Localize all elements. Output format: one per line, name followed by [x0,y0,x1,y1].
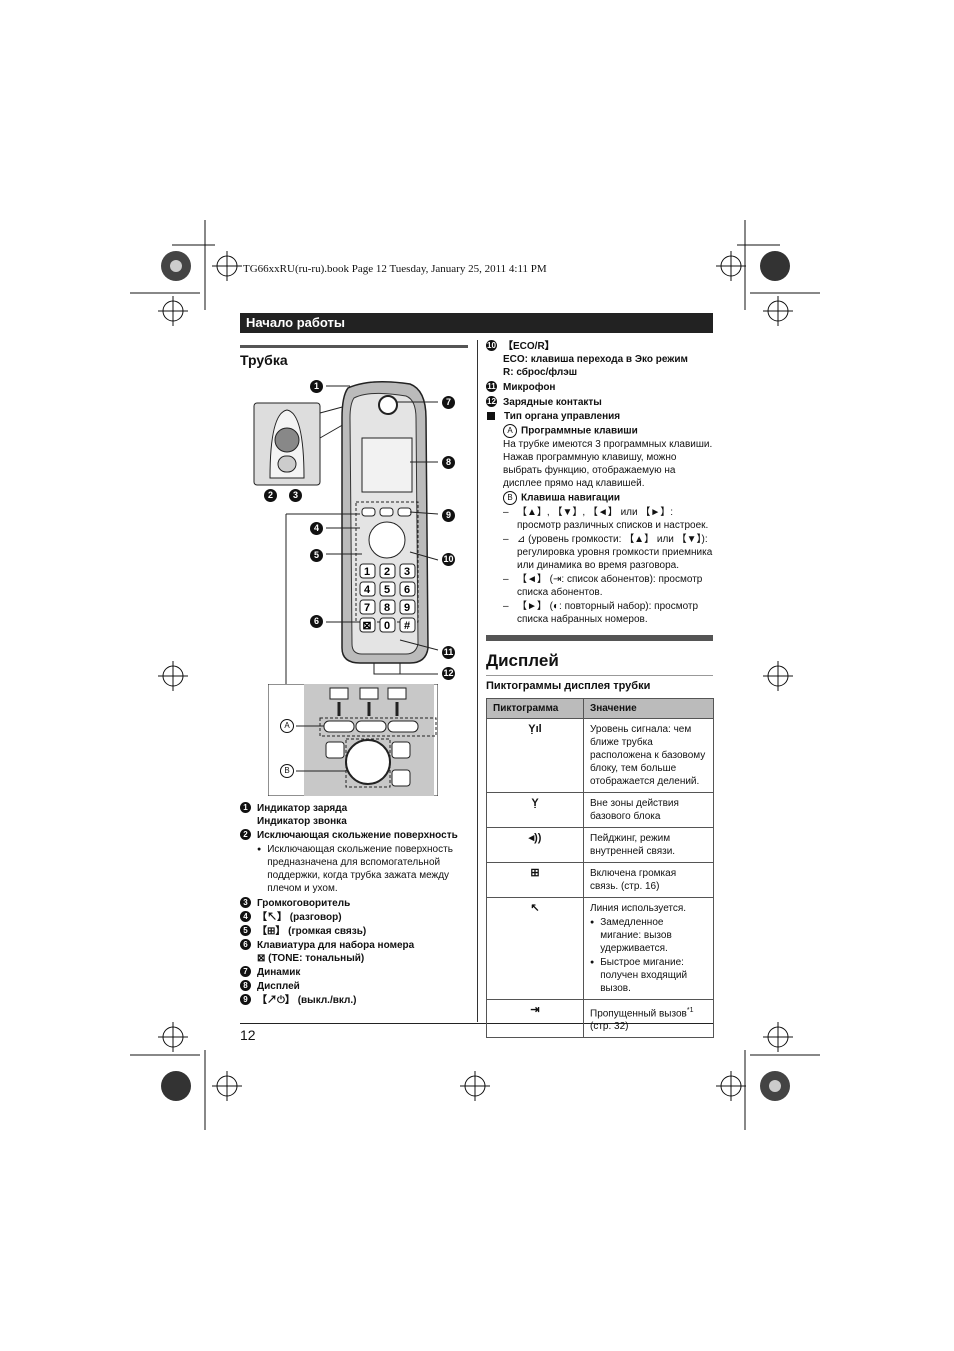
legend-11: Микрофон [503,382,556,393]
icons-table: Пиктограмма Значение Ỵıl Уровень сигнала… [486,698,714,1039]
legend-10-l1: ECO: клавиша перехода в Эко режим [503,354,688,365]
missed-call-sup: *1 [686,1007,694,1014]
missed-call-text: Пропущенный вызов [590,1008,687,1020]
svg-text:#: # [404,620,410,632]
legend-1-line2: Индикатор звонка [257,816,347,827]
legend-2-bullet: Исключающая скольжение поверхность предн… [267,844,453,894]
legend-10-title: 【ECO/R】 [503,341,555,352]
legend-8: Дисплей [257,981,300,992]
table-cell: Включена громкая связь. (стр. 16) [583,862,714,898]
legend-9: 【↗⏻】 (выкл./вкл.) [257,995,357,1006]
line-in-use-text: Линия используется. [590,903,687,914]
section-title: Начало работы [240,313,713,333]
display-rule [486,675,713,676]
table-cell: Пропущенный вызов*1 (стр. 32) [583,998,714,1039]
svg-text:5: 5 [384,584,390,596]
callout-1: 1 [310,380,323,393]
label-b: B [280,764,294,778]
svg-text:0: 0 [384,620,390,632]
table-row: Ỵ Вне зоны действия базового блока [486,792,714,828]
page-number: 12 [240,1027,256,1043]
divider [240,345,468,348]
a-text: На трубке имеются 3 программных клавиши.… [503,439,713,489]
callout-4: 4 [310,522,323,535]
svg-text:6: 6 [404,584,410,596]
callout-5: 5 [310,549,323,562]
svg-text:9: 9 [404,602,410,614]
control-panel-closeup [268,684,438,796]
legend-10-l2: R: сброс/флэш [503,367,578,378]
controls-title: Тип органа управления [504,411,621,422]
legend-5: 【⊞】 (громкая связь) [257,926,367,937]
right-legend: 10【ECO/R】ECO: клавиша перехода в Эко реж… [486,340,713,625]
footer-rule [240,1023,713,1024]
table-cell: Пейджинг, режим внутренней связи. [583,827,714,863]
table-header-icon: Пиктограмма [486,698,584,719]
missed-call-ref: (стр. 32) [590,1021,629,1033]
line-bullet-1: Замедленное мигание: вызов удерживается. [600,917,672,954]
legend-7: Динамик [257,967,301,978]
callout-11: 11 [442,646,455,659]
svg-text:4: 4 [364,584,371,596]
legend-3: Громкоговоритель [257,898,351,909]
speakerphone-icon: ⊞ [486,862,584,898]
display-bar [486,635,713,641]
callout-8: 8 [442,456,455,469]
handset-illustration: 1 2 3 4 5 6 7 8 9 ⊠ 0 # [253,381,439,684]
legend-6-line1: Клавиатура для набора номера [257,940,415,951]
legend-12: Зарядные контакты [503,397,602,408]
label-a: A [280,719,294,733]
legend-1-line1: Индикатор заряда [257,803,348,814]
paging-icon: ◂)) [486,827,584,863]
file-header: TG66xxRU(ru-ru).book Page 12 Tuesday, Ja… [243,263,547,275]
handset-heading: Трубка [240,352,288,368]
table-row: ⇥ Пропущенный вызов*1 (стр. 32) [486,998,714,1039]
signal-icon: Ỵıl [486,718,584,793]
display-heading: Дисплей [486,651,559,670]
table-row: ⊞ Включена громкая связь. (стр. 16) [486,862,714,898]
svg-text:3: 3 [404,566,410,578]
table-row: Ỵıl Уровень сигнала: чем ближе трубка ра… [486,718,714,793]
out-of-range-icon: Ỵ [486,792,584,828]
b-item-4: 【►】 (◐: повторный набор): просмотр списк… [517,601,699,625]
a-title: Программные клавиши [521,425,638,437]
legend-6-line2: ⊠ (TONE: тональный) [257,953,365,964]
svg-text:1: 1 [364,566,370,578]
svg-text:⊠: ⊠ [362,620,371,632]
callout-9: 9 [442,509,455,522]
callout-3: 3 [289,489,302,502]
missed-call-icon: ⇥ [486,998,584,1039]
b-title: Клавиша навигации [521,492,621,504]
callout-2: 2 [264,489,277,502]
svg-text:8: 8 [384,602,390,614]
line-bullet-2: Быстрое мигание: получен входящий вызов. [600,957,688,994]
table-cell: Уровень сигнала: чем ближе трубка распол… [583,718,714,793]
callout-10: 10 [442,553,455,566]
svg-text:2: 2 [384,566,390,578]
b-item-2: ⊿ (уровень громкости: 【▲】 или 【▼】): регу… [517,534,713,571]
column-divider [477,340,478,1022]
table-row: ◂)) Пейджинг, режим внутренней связи. [486,827,714,863]
icons-subheading: Пиктограммы дисплея трубки [486,680,651,692]
b-item-1: 【▲】, 【▼】, 【◄】 или 【►】: просмотр различны… [517,507,709,531]
table-row: ↖ Линия используется. Замедленное мигани… [486,897,714,1000]
callout-7: 7 [442,396,455,409]
legend-2: Исключающая скольжение поверхность [257,830,458,841]
table-header-meaning: Значение [583,698,714,719]
callout-6: 6 [310,615,323,628]
table-cell: Линия используется. Замедленное мигание:… [583,897,714,1000]
b-item-3: 【◄】 (⇥: список абонентов): просмотр спис… [517,574,703,598]
callout-12: 12 [442,667,455,680]
phone-icon: ↖ [486,897,584,1000]
svg-text:7: 7 [364,602,370,614]
legend-4: 【↖】 (разговор) [257,912,342,923]
table-cell: Вне зоны действия базового блока [583,792,714,828]
